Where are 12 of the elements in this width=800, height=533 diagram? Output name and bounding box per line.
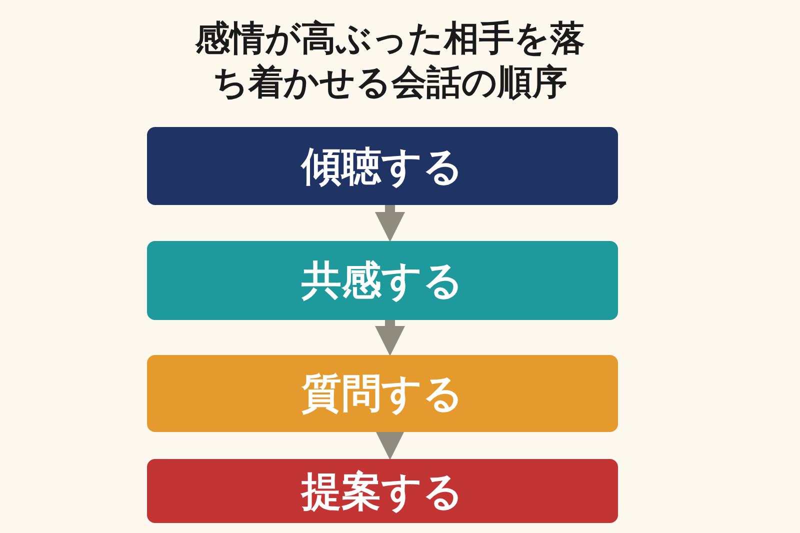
step-box [147, 459, 618, 523]
step-label: 共感する [302, 257, 464, 306]
step-label: 傾聴する [302, 142, 464, 192]
step-box [147, 355, 618, 432]
arrow [375, 430, 405, 460]
step-box [147, 127, 618, 205]
step-box [147, 241, 618, 320]
step-label: 提案する [302, 468, 464, 516]
step-label: 質問する [302, 370, 464, 419]
title: 感情が高ぶった相手を落ち着かせる会話の順序 [194, 18, 586, 105]
arrow [375, 320, 405, 356]
arrow [375, 205, 405, 242]
